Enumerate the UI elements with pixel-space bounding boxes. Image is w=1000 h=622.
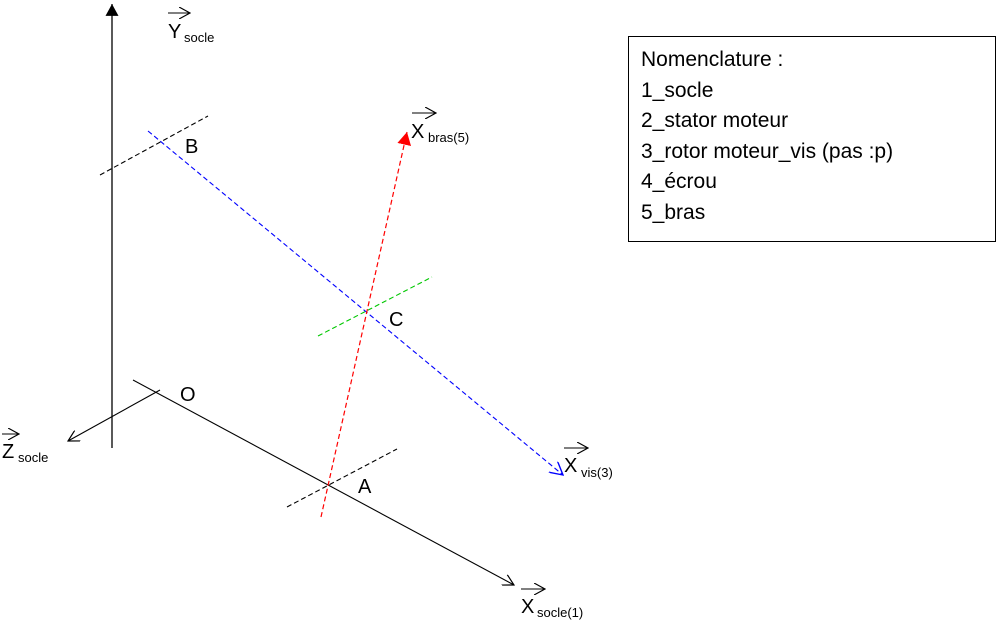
y-socle-main: Y (168, 21, 181, 43)
x-vis-label: X vis(3) (564, 448, 613, 480)
z-socle-axis (68, 389, 161, 441)
x-vis-main: X (564, 455, 577, 477)
x-socle-axis (132, 379, 514, 585)
point-b-label: B (185, 136, 198, 158)
x-socle-sub: socle(1) (537, 605, 583, 620)
nomenclature-item: 3_rotor moteur_vis (pas :p) (641, 139, 894, 163)
nomenclature-item: 1_socle (641, 78, 714, 102)
x-bras-main: X (411, 121, 424, 143)
x-socle-main: X (521, 596, 534, 618)
z-socle-main: Z (2, 441, 14, 463)
x-socle-label: X socle(1) (521, 589, 583, 620)
point-a-label: A (358, 476, 372, 498)
nomenclature-box: Nomenclature : 1_socle 2_stator moteur 3… (628, 36, 996, 242)
point-o-label: O (180, 384, 196, 406)
a-perpendicular-line (286, 448, 398, 508)
nomenclature-item: 4_écrou (641, 170, 717, 193)
c-perpendicular-line (317, 276, 433, 337)
x-vis-axis (147, 130, 563, 475)
y-socle-sub: socle (184, 30, 214, 45)
x-bras-sub: bras(5) (428, 130, 469, 145)
y-socle-label: Y socle (168, 13, 214, 45)
b-perpendicular-line (99, 115, 209, 176)
x-bras-axis (320, 131, 412, 518)
z-socle-sub: socle (18, 450, 48, 465)
nomenclature-item: 2_stator moteur (641, 109, 789, 132)
x-vis-sub: vis(3) (581, 465, 613, 480)
point-c-label: C (389, 309, 403, 331)
x-bras-label: X bras(5) (411, 113, 469, 145)
nomenclature-item: 5_bras (641, 200, 706, 224)
z-socle-label: Z socle (2, 434, 48, 465)
nomenclature-title: Nomenclature : (641, 48, 784, 71)
